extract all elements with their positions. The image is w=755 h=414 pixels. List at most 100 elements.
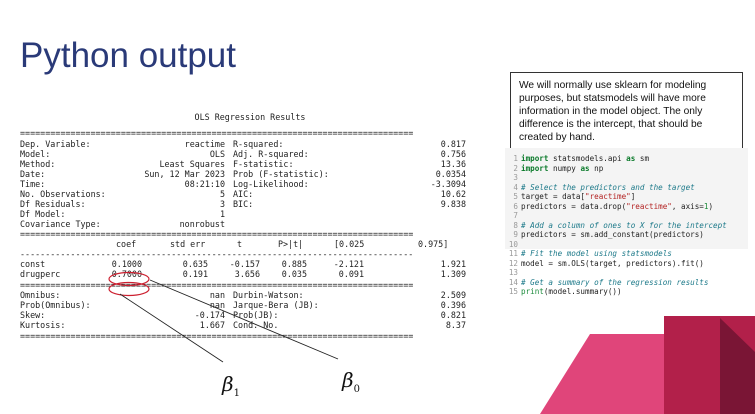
code-token: np (589, 163, 604, 173)
line-number: 12 (508, 258, 518, 268)
code-line: 7 (507, 211, 744, 221)
code-token: (model.summary()) (543, 287, 622, 296)
summary-value: 9.838 (440, 199, 466, 209)
ci-low: -2.121 (333, 259, 364, 269)
code-line: 10 (507, 240, 744, 250)
code-token: import (521, 163, 549, 173)
diag-value: nan (209, 300, 225, 310)
code-line: 4# Select the predictors and the target (507, 183, 744, 193)
summary-value: 13.36 (440, 159, 466, 169)
summary-label: Method: (20, 159, 56, 169)
line-number: 4 (513, 182, 518, 192)
diag-value: -0.174 (194, 310, 225, 320)
diag-value: 0.821 (440, 310, 466, 320)
line-number: 15 (508, 287, 518, 296)
pvalue: 0.035 (281, 269, 307, 279)
summary-row: Df Model:1 (20, 209, 466, 219)
summary-label: Date: (20, 169, 46, 179)
code-token: statsmodels.api (548, 154, 627, 163)
stderr-value: 0.635 (182, 259, 208, 269)
line-number: 1 (513, 154, 518, 163)
line-number: 7 (513, 211, 518, 220)
separator: ========================================… (20, 229, 414, 239)
slide-title: Python output (20, 36, 236, 75)
line-number: 14 (508, 277, 518, 287)
t-header: t (237, 239, 243, 249)
separator: ========================================… (20, 128, 414, 138)
line-number: 3 (513, 173, 518, 182)
code-token: numpy (548, 163, 581, 173)
summary-value: 10.62 (440, 189, 466, 199)
pvalue: 0.885 (281, 259, 307, 269)
diag-label: Jarque-Bera (JB): (233, 300, 319, 310)
code-token: "reactime" (626, 201, 672, 211)
coef-header-row: coef std err t P>|t| [0.025 0.975] (20, 239, 466, 249)
line-number: 8 (513, 220, 518, 230)
summary-label: BIC: (233, 199, 254, 209)
summary-label: Time: (20, 179, 46, 189)
summary-value: reactime (184, 139, 225, 149)
summary-label: Dep. Variable: (20, 139, 91, 149)
diag-label: Cond. No. (233, 320, 279, 330)
summary-row: Time: 08:21:10 Log-Likelihood: -3.3094 (20, 179, 466, 189)
code-token: model = sm.OLS(target, predictors).fit() (521, 258, 704, 268)
ci-high: 1.309 (440, 269, 466, 279)
summary-label: Log-Likelihood: (233, 179, 309, 189)
separator: ========================================… (20, 331, 414, 341)
circle-drugperc-coef (108, 281, 150, 297)
hi-header: 0.975] (418, 239, 449, 249)
summary-label: Df Model: (20, 209, 66, 219)
diag-label: Skew: (20, 310, 46, 320)
code-token: import (521, 154, 549, 163)
diag-value: 2.509 (440, 290, 466, 300)
code-token: as (580, 163, 590, 173)
arrow-beta1 (119, 293, 224, 363)
ci-high: 1.921 (440, 259, 466, 269)
summary-value: OLS (209, 149, 225, 159)
summary-label: No. Observations: (20, 189, 106, 199)
line-number: 2 (513, 163, 518, 173)
summary-value: 08:21:10 (184, 179, 225, 189)
beta1-label: β1 (222, 372, 240, 399)
arrow-beta0 (149, 279, 339, 360)
summary-value: 0.817 (440, 139, 466, 149)
ols-output: OLS Regression Results =================… (20, 112, 480, 378)
code-token: # Add a column of ones to X for the inte… (521, 220, 727, 230)
line-number: 11 (508, 249, 518, 258)
code-token: "reactime" (585, 192, 631, 201)
summary-value: 3 (219, 199, 225, 209)
note-box: We will normally use sklearn for modelin… (510, 72, 743, 151)
code-line: 13 (507, 268, 744, 278)
summary-row: Covariance Type:nonrobust (20, 219, 466, 229)
code-token: ) (708, 201, 714, 211)
summary-label: Prob (F-statistic): (233, 169, 329, 179)
circle-const-coef (108, 271, 150, 287)
code-token: predictors = data.drop( (521, 201, 627, 211)
beta0-label: β0 (342, 368, 360, 395)
p-header: P>|t| (278, 239, 304, 249)
code-token: , axis= (671, 201, 704, 211)
diag-label: Durbin-Watson: (233, 290, 304, 300)
separator: ----------------------------------------… (20, 249, 414, 259)
diag-label: Prob(Omnibus): (20, 300, 91, 310)
diag-value: 1.667 (199, 320, 225, 330)
summary-value: -3.3094 (430, 179, 466, 189)
code-token: ] (630, 192, 636, 201)
code-token: as (626, 154, 636, 163)
line-number: 5 (513, 192, 518, 201)
